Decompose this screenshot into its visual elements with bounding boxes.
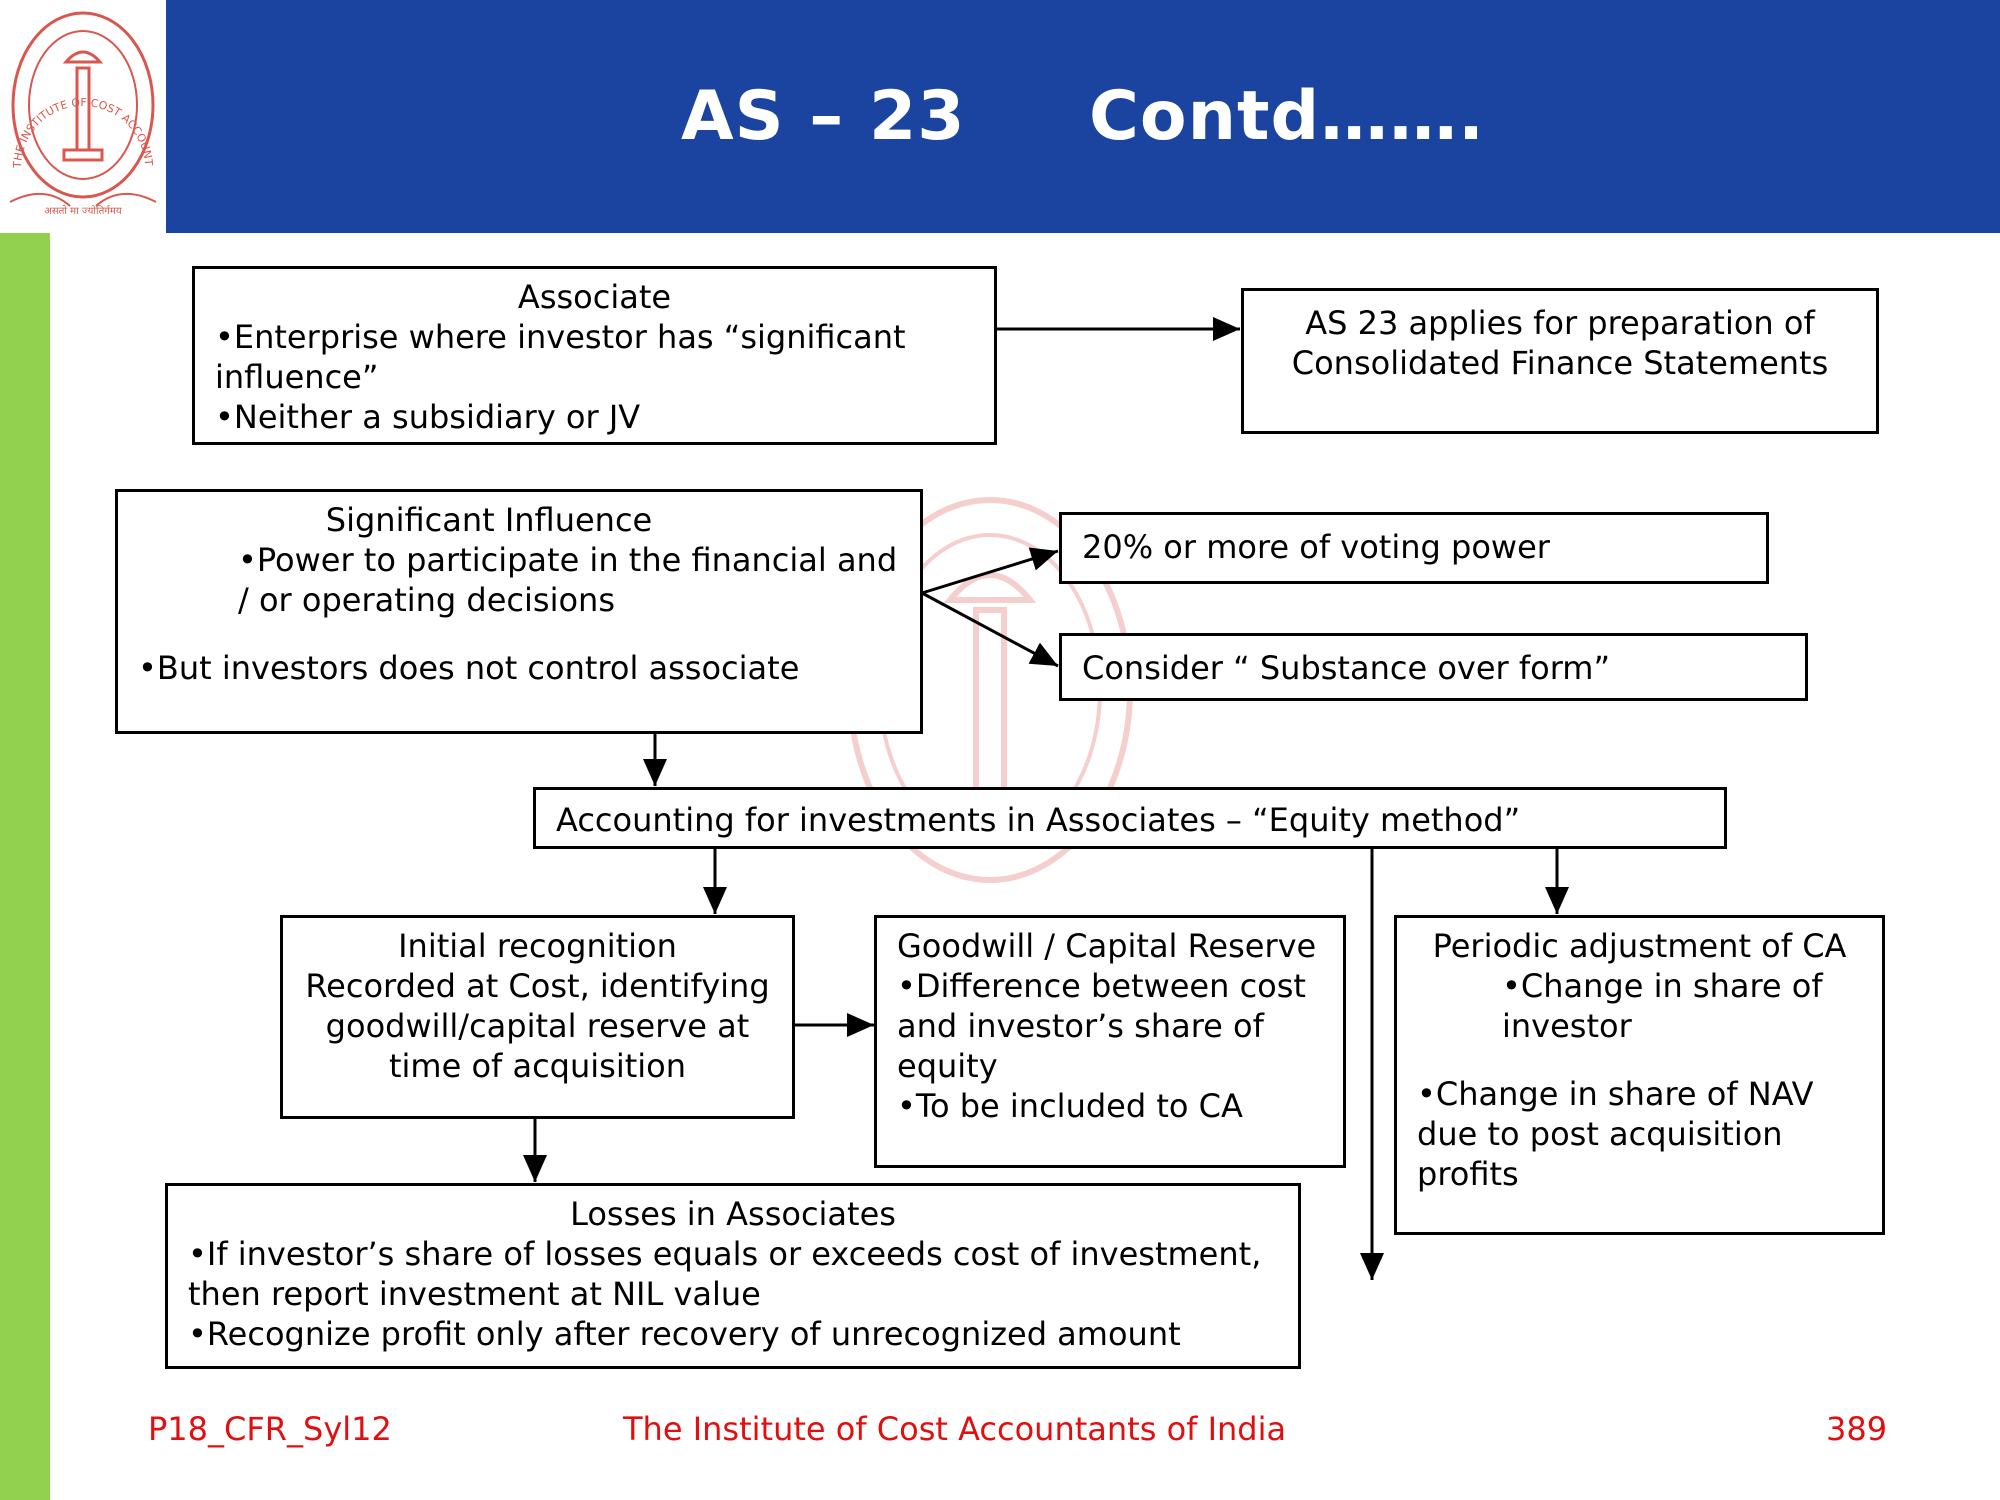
periodic-adjustment-box: Periodic adjustment of CA •Change in sha… (1394, 915, 1885, 1235)
associate-box: Associate •Enterprise where investor has… (192, 266, 997, 445)
as23-applies-box: AS 23 applies for preparation of Consoli… (1241, 288, 1879, 434)
equity-method-box: Accounting for investments in Associates… (533, 787, 1727, 849)
equity-method-text: Accounting for investments in Associates… (556, 801, 1521, 839)
associate-bullet: •Enterprise where investor has “signific… (215, 318, 906, 396)
losses-bullet: •If investor’s share of losses equals or… (188, 1235, 1262, 1313)
significant-influence-bullet: •Power to participate in the financial a… (238, 541, 898, 619)
associate-heading: Associate (517, 278, 672, 316)
goodwill-box: Goodwill / Capital Reserve •Difference b… (874, 915, 1346, 1168)
slide-title: AS – 23 Contd……. (681, 77, 1485, 156)
footer-course-code: P18_CFR_Syl12 (148, 1410, 392, 1448)
periodic-heading: Periodic adjustment of CA (1432, 927, 1847, 965)
goodwill-bullet: •Difference between cost and investor’s … (897, 967, 1306, 1085)
associate-bullet: •Neither a subsidiary or JV (215, 398, 641, 436)
institute-logo: THE INSTITUTE OF COST ACCOUNTANTS OF IND… (0, 0, 166, 233)
significant-influence-bullet: •But investors does not control associat… (138, 649, 800, 687)
periodic-bullet: •Change in share of investor (1502, 967, 1823, 1045)
significant-influence-heading: Significant Influence (325, 501, 653, 539)
logo-motto: असतो मा ज्योतिर्गमय (44, 205, 122, 217)
footer-institute: The Institute of Cost Accountants of Ind… (623, 1410, 1287, 1448)
voting-power-box: 20% or more of voting power (1059, 512, 1769, 584)
significant-influence-box: Significant Influence •Power to particip… (115, 489, 923, 734)
losses-bullet: •Recognize profit only after recovery of… (188, 1315, 1181, 1353)
initial-recognition-text: Recorded at Cost, identifying goodwill/c… (305, 967, 770, 1085)
initial-recognition-box: Initial recognition Recorded at Cost, id… (280, 915, 795, 1119)
initial-recognition-heading: Initial recognition (398, 927, 677, 965)
losses-heading: Losses in Associates (570, 1195, 896, 1233)
arrow-influence-to-substance (921, 591, 1059, 668)
substance-text: Consider “ Substance over form” (1082, 649, 1611, 687)
goodwill-bullet: •To be included to CA (897, 1087, 1243, 1125)
arrow-influence-to-voting (921, 547, 1059, 595)
title-bar (166, 0, 2000, 233)
goodwill-heading: Goodwill / Capital Reserve (897, 927, 1317, 965)
substance-box: Consider “ Substance over form” (1059, 633, 1808, 701)
periodic-bullet: •Change in share of NAV due to post acqu… (1417, 1075, 1814, 1193)
as23-applies-text: AS 23 applies for preparation of Consoli… (1291, 304, 1829, 382)
voting-power-text: 20% or more of voting power (1082, 528, 1550, 566)
footer-page-number: 389 (1826, 1410, 1888, 1448)
side-accent-bar (0, 233, 50, 1500)
losses-box: Losses in Associates •If investor’s shar… (165, 1183, 1301, 1369)
